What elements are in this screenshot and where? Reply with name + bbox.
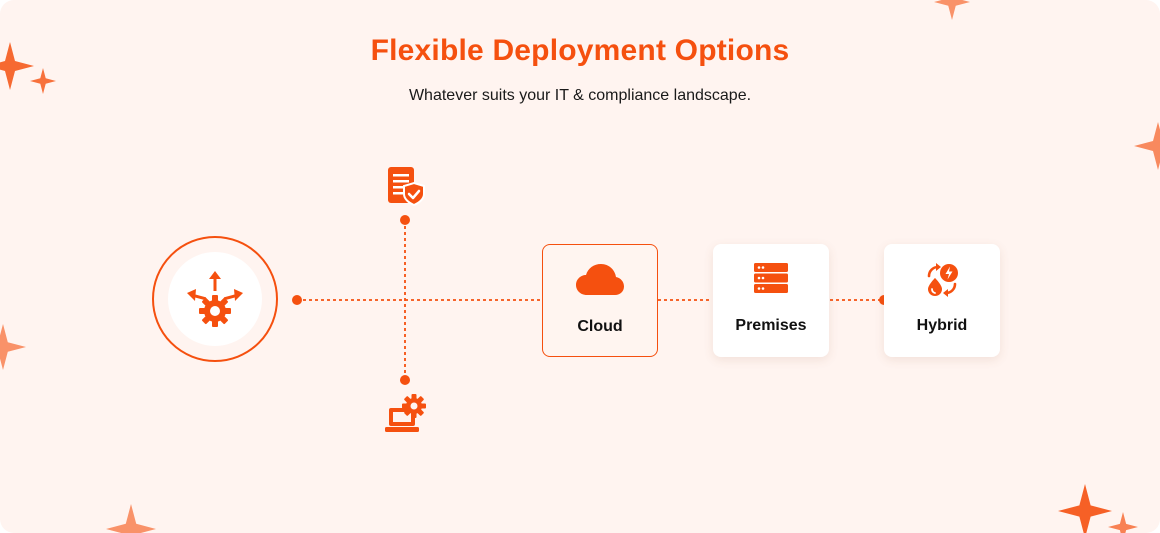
cloud-icon xyxy=(576,264,624,295)
option-card-premises[interactable]: Premises xyxy=(713,244,829,357)
page-title: Flexible Deployment Options xyxy=(370,34,790,67)
connector-dot-hub xyxy=(292,295,302,305)
sparkle-decoration-top xyxy=(934,0,970,20)
page-subtitle: Whatever suits your IT & compliance land… xyxy=(408,87,752,104)
connector-dot-top xyxy=(400,215,410,225)
option-card-cloud[interactable]: Cloud xyxy=(542,244,658,357)
document-shield-icon xyxy=(388,167,425,206)
deployment-hub xyxy=(152,236,278,362)
hybrid-sync-icon xyxy=(927,263,958,297)
hub-inner-circle xyxy=(168,252,262,346)
sparkle-decoration-left xyxy=(0,324,26,370)
option-label-cloud: Cloud xyxy=(577,318,623,335)
sparkle-decoration-right xyxy=(1134,122,1160,170)
sparkle-decoration-top-left-small xyxy=(30,68,56,94)
sparkle-decoration-bottom-right-small xyxy=(1108,512,1138,533)
server-icon xyxy=(754,263,788,293)
sparkle-decoration-bottom-left xyxy=(106,504,156,533)
sparkle-decoration-bottom-right xyxy=(1058,484,1112,533)
option-label-hybrid: Hybrid xyxy=(916,317,968,334)
gear-arrows-icon xyxy=(187,271,243,327)
sparkle-decoration-top-left xyxy=(0,42,34,90)
connector-dot-bottom xyxy=(400,375,410,385)
option-label-premises: Premises xyxy=(735,317,807,334)
laptop-gear-icon xyxy=(385,394,426,432)
option-card-hybrid[interactable]: Hybrid xyxy=(884,244,1000,357)
